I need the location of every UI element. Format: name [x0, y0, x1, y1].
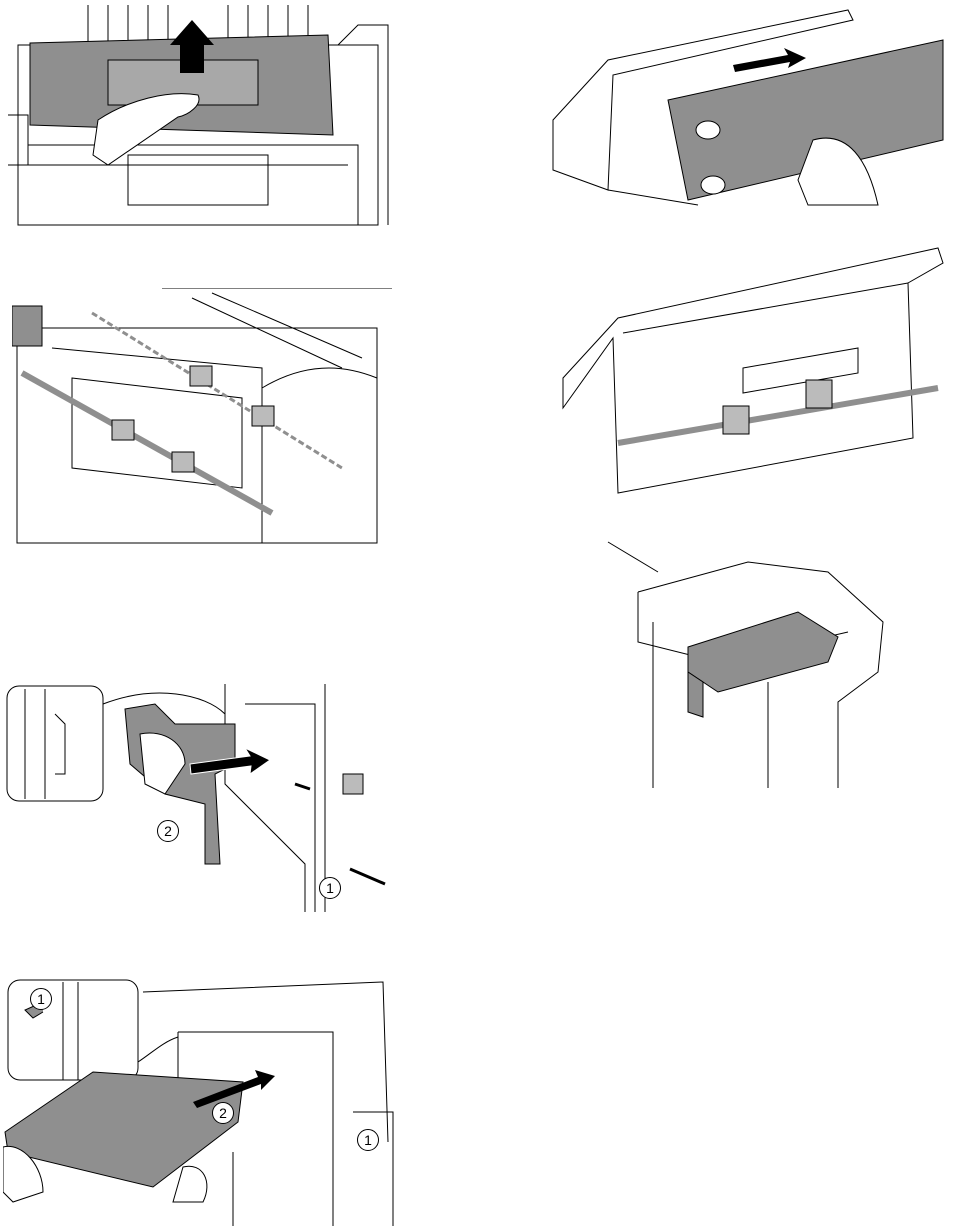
callout-number: 2	[157, 820, 179, 842]
callout-number: 1	[319, 877, 341, 899]
figure-unit-removal: 1 2 1	[3, 962, 403, 1226]
figure-cover-removal	[8, 5, 398, 233]
figure-finisher-overview	[598, 532, 890, 788]
callout-number: 1	[30, 988, 52, 1010]
roller-assembly-illustration	[12, 288, 392, 544]
panel-removal-illustration	[552, 9, 944, 206]
callout-number: 1	[357, 1129, 379, 1151]
cover-removal-illustration	[8, 5, 389, 226]
figure-unit-frame	[558, 238, 948, 498]
bracket-removal-illustration	[6, 684, 386, 912]
figure-panel-removal	[548, 0, 954, 208]
finisher-overview-illustration	[607, 541, 884, 788]
figure-roller-assembly	[12, 288, 392, 546]
unit-frame-illustration	[562, 247, 944, 494]
unit-removal-illustration	[3, 979, 394, 1226]
callout-number: 2	[212, 1102, 234, 1124]
figure-bracket-removal: 2 1	[5, 684, 397, 912]
